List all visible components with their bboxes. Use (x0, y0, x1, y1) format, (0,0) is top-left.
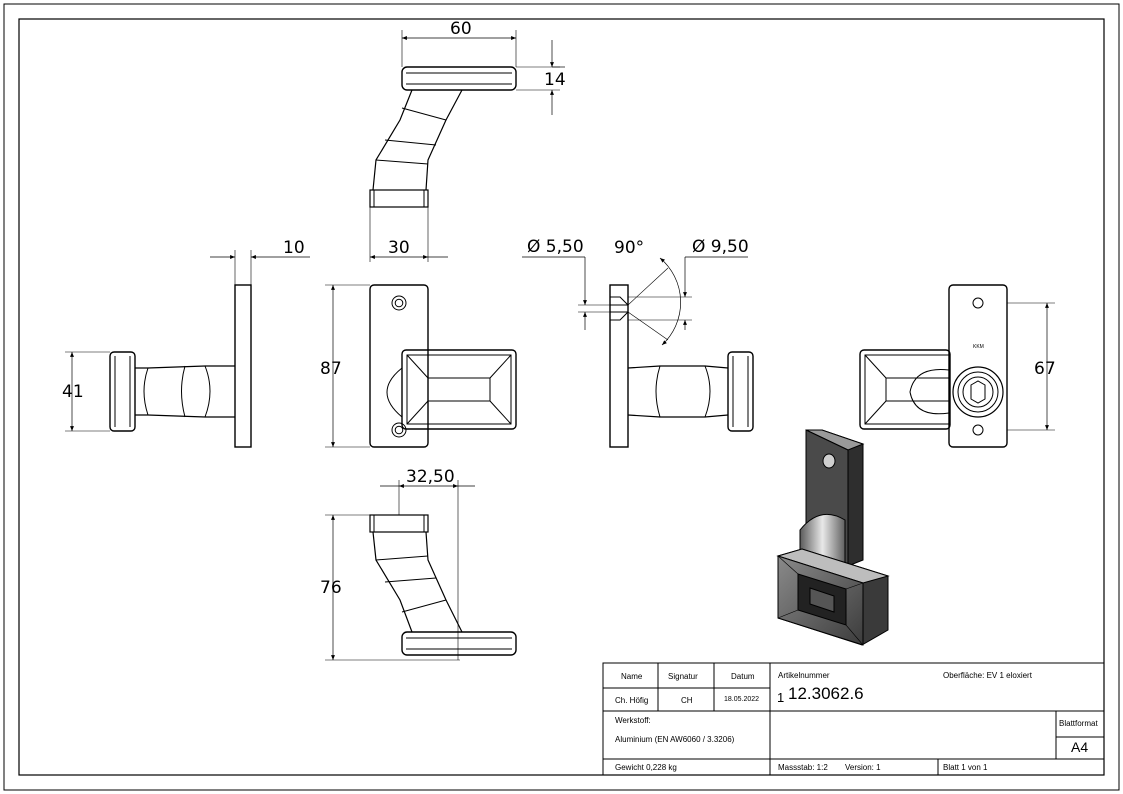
scale: Massstab: 1:2 (778, 763, 828, 772)
dim-30: 30 (388, 238, 410, 258)
signature-value: CH (681, 696, 693, 705)
article-prefix: 1 (777, 690, 785, 705)
name-value: Ch. Höfig (615, 696, 649, 705)
outer-border (3, 3, 1120, 791)
dim-10: 10 (283, 238, 305, 258)
dim-14: 14 (544, 70, 566, 90)
article-label: Artikelnummer (778, 671, 830, 680)
date-value: 18.05.2022 (724, 696, 760, 703)
dim-32-50: 32,50 (406, 467, 455, 487)
dim-countersink-angle: 90° (614, 238, 644, 258)
format-label: Blattformat (1059, 719, 1098, 728)
version: Version: 1 (845, 763, 881, 772)
col-date-header: Datum (731, 672, 755, 681)
col-name-header: Name (621, 672, 643, 681)
col-signature-header: Signatur (668, 672, 698, 681)
surface-finish: Oberfläche: EV 1 eloxiert (943, 671, 1032, 680)
front-view (325, 284, 517, 448)
dim-60: 60 (450, 19, 472, 39)
dim-hole-diameter: Ø 5,50 (527, 237, 584, 257)
weight: Gewicht 0,228 kg (615, 763, 677, 772)
dim-countersink-diameter: Ø 9,50 (692, 237, 749, 257)
dim-87: 87 (320, 359, 342, 379)
dim-67: 67 (1034, 359, 1056, 379)
dim-76: 76 (320, 578, 342, 598)
sheet-number: Blatt 1 von 1 (943, 763, 988, 772)
article-number: 12.3062.6 (788, 684, 864, 703)
top-view (369, 30, 565, 262)
svg-text:KKM: KKM (973, 344, 984, 350)
isometric-render (776, 429, 890, 646)
format-value: A4 (1071, 739, 1089, 755)
material-value: Aluminium (EN AW6060 / 3.3206) (615, 735, 735, 744)
bottom-view (325, 480, 517, 661)
title-block-grid (602, 662, 1105, 776)
dim-41: 41 (62, 382, 84, 402)
inner-border (18, 18, 1105, 776)
rear-view: KKM (859, 284, 1055, 448)
material-label: Werkstoff: (615, 716, 651, 725)
left-side-view (65, 250, 310, 448)
section-view (522, 256, 754, 448)
